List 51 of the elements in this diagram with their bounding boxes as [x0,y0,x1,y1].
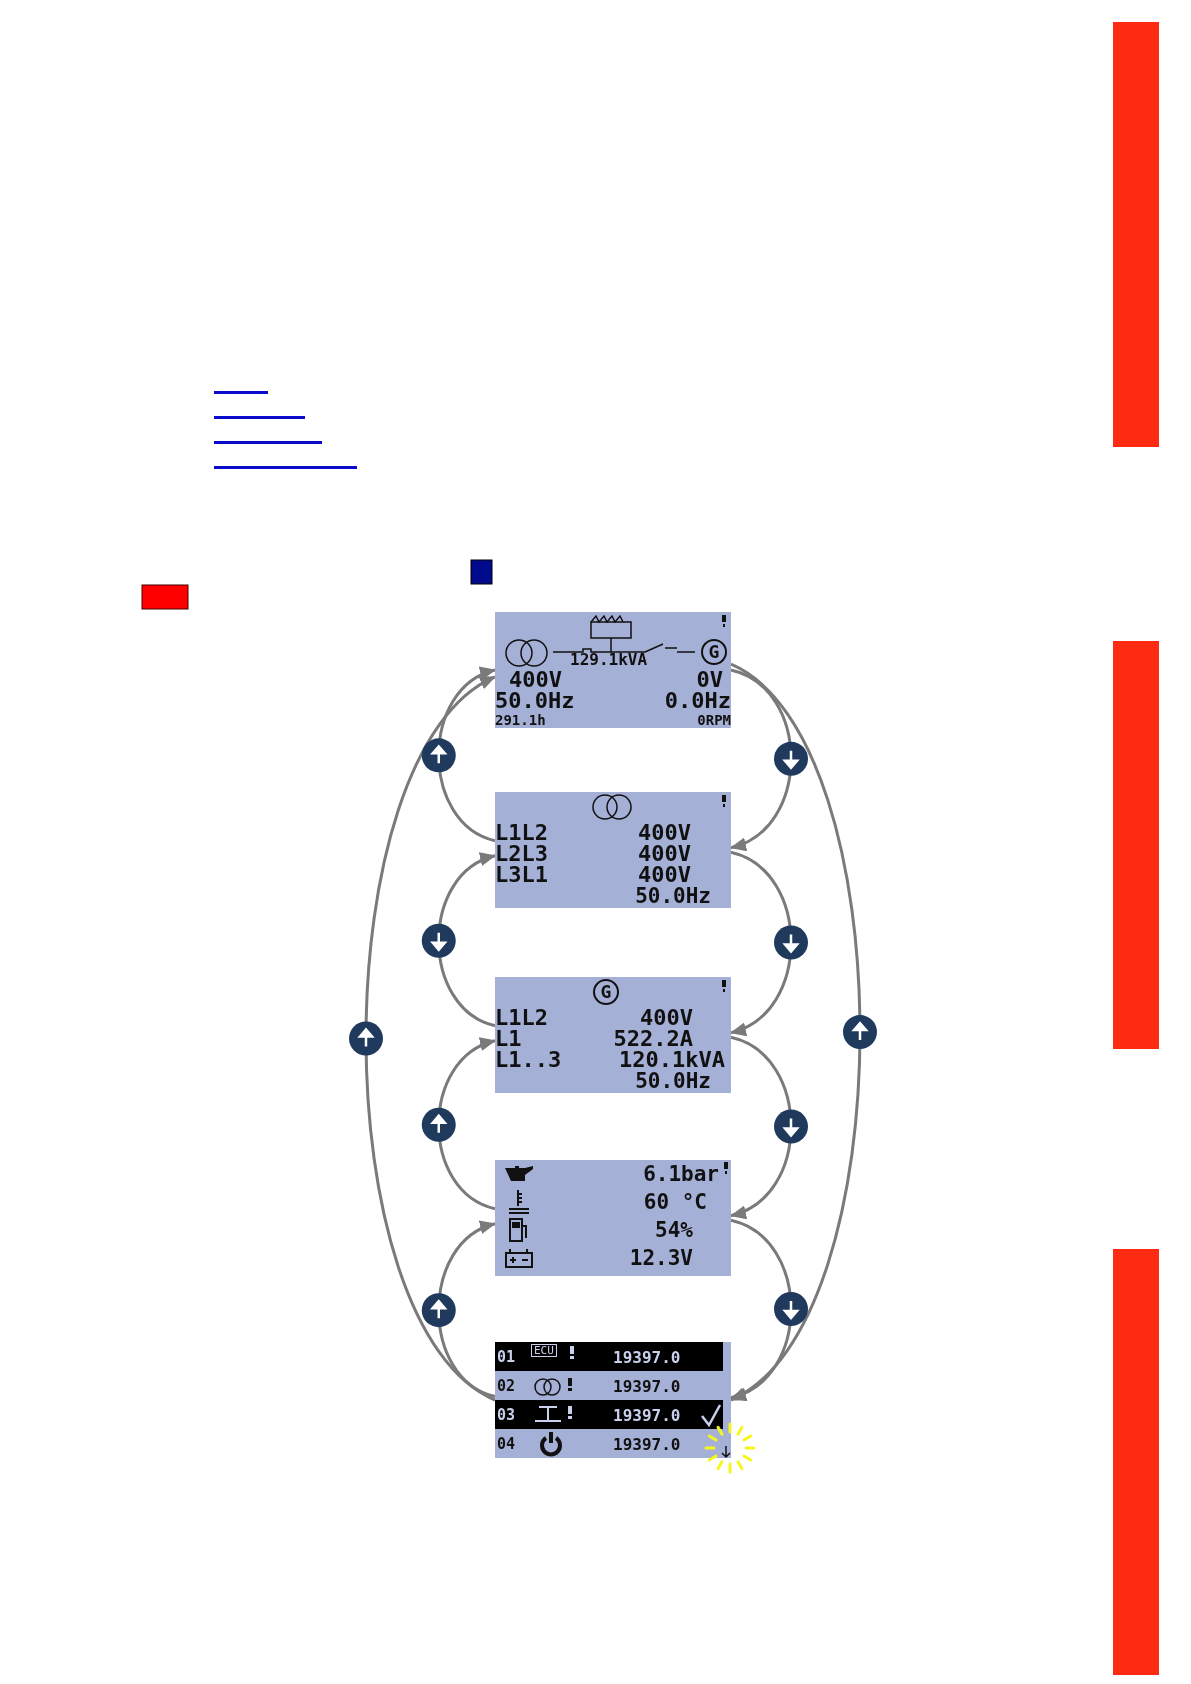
generator-symbol: G [701,639,727,665]
display-reading: L1..3 [495,1049,562,1071]
display-reading: 291.1h [495,713,546,727]
display-reading: 02 [497,1379,516,1394]
display-reading: 19397.0 [613,1437,681,1453]
curved-arrow [437,668,496,843]
display-reading: 50.0Hz [495,690,575,712]
curved-arrow [730,663,862,1402]
display-reading: 400V [638,822,691,844]
lcd-display-screen [495,977,731,1093]
curved-arrow [437,1222,496,1398]
lcd-display-screen [495,612,731,728]
display-reading: 19397.0 [613,1350,681,1366]
display-reading: 50.0Hz [635,886,711,907]
display-reading: 400V [509,669,562,691]
curved-arrow [437,1039,496,1211]
curved-arrow [437,854,496,1028]
display-reading: 12.3V [629,1248,693,1269]
display-reading: 6.1bar [643,1164,719,1185]
display-reading: L1L2 [495,1007,548,1029]
display-reading: 129.1kVA [570,652,648,668]
display-reading: 0RPM [697,713,731,727]
curved-arrow [730,1035,793,1218]
display-reading: L3L1 [495,864,548,886]
display-reading: L1L2 [495,822,548,844]
display-reading: 03 [497,1408,516,1423]
generator-symbol: G [593,979,619,1005]
display-reading: 400V [638,864,691,886]
display-reading: 19397.0 [613,1408,681,1424]
display-reading: 01 [497,1350,516,1365]
lcd-display-screen [495,1160,731,1276]
curved-arrow [730,850,793,1035]
display-reading: 04 [497,1437,516,1452]
lcd-display-screen [495,792,731,908]
curved-arrow [730,668,793,850]
display-reading: 50.0Hz [635,1071,711,1092]
display-reading: 522.2A [613,1028,693,1050]
display-reading: L1 [495,1028,522,1050]
display-reading: 60 °C [643,1192,707,1213]
display-reading: 54% [655,1220,693,1241]
display-reading: 19397.0 [613,1379,681,1395]
display-reading: 400V [640,1007,693,1029]
curved-arrow [730,1218,793,1400]
display-reading: 0.0Hz [664,690,731,712]
display-reading: 0V [696,669,723,691]
display-reading: L2L3 [495,843,548,865]
display-reading: 400V [638,843,691,865]
ecu-symbol: ECU [531,1344,557,1357]
display-reading: 120.1kVA [619,1049,725,1071]
curved-arrow [364,675,496,1402]
lcd-display-screen [495,1342,731,1458]
